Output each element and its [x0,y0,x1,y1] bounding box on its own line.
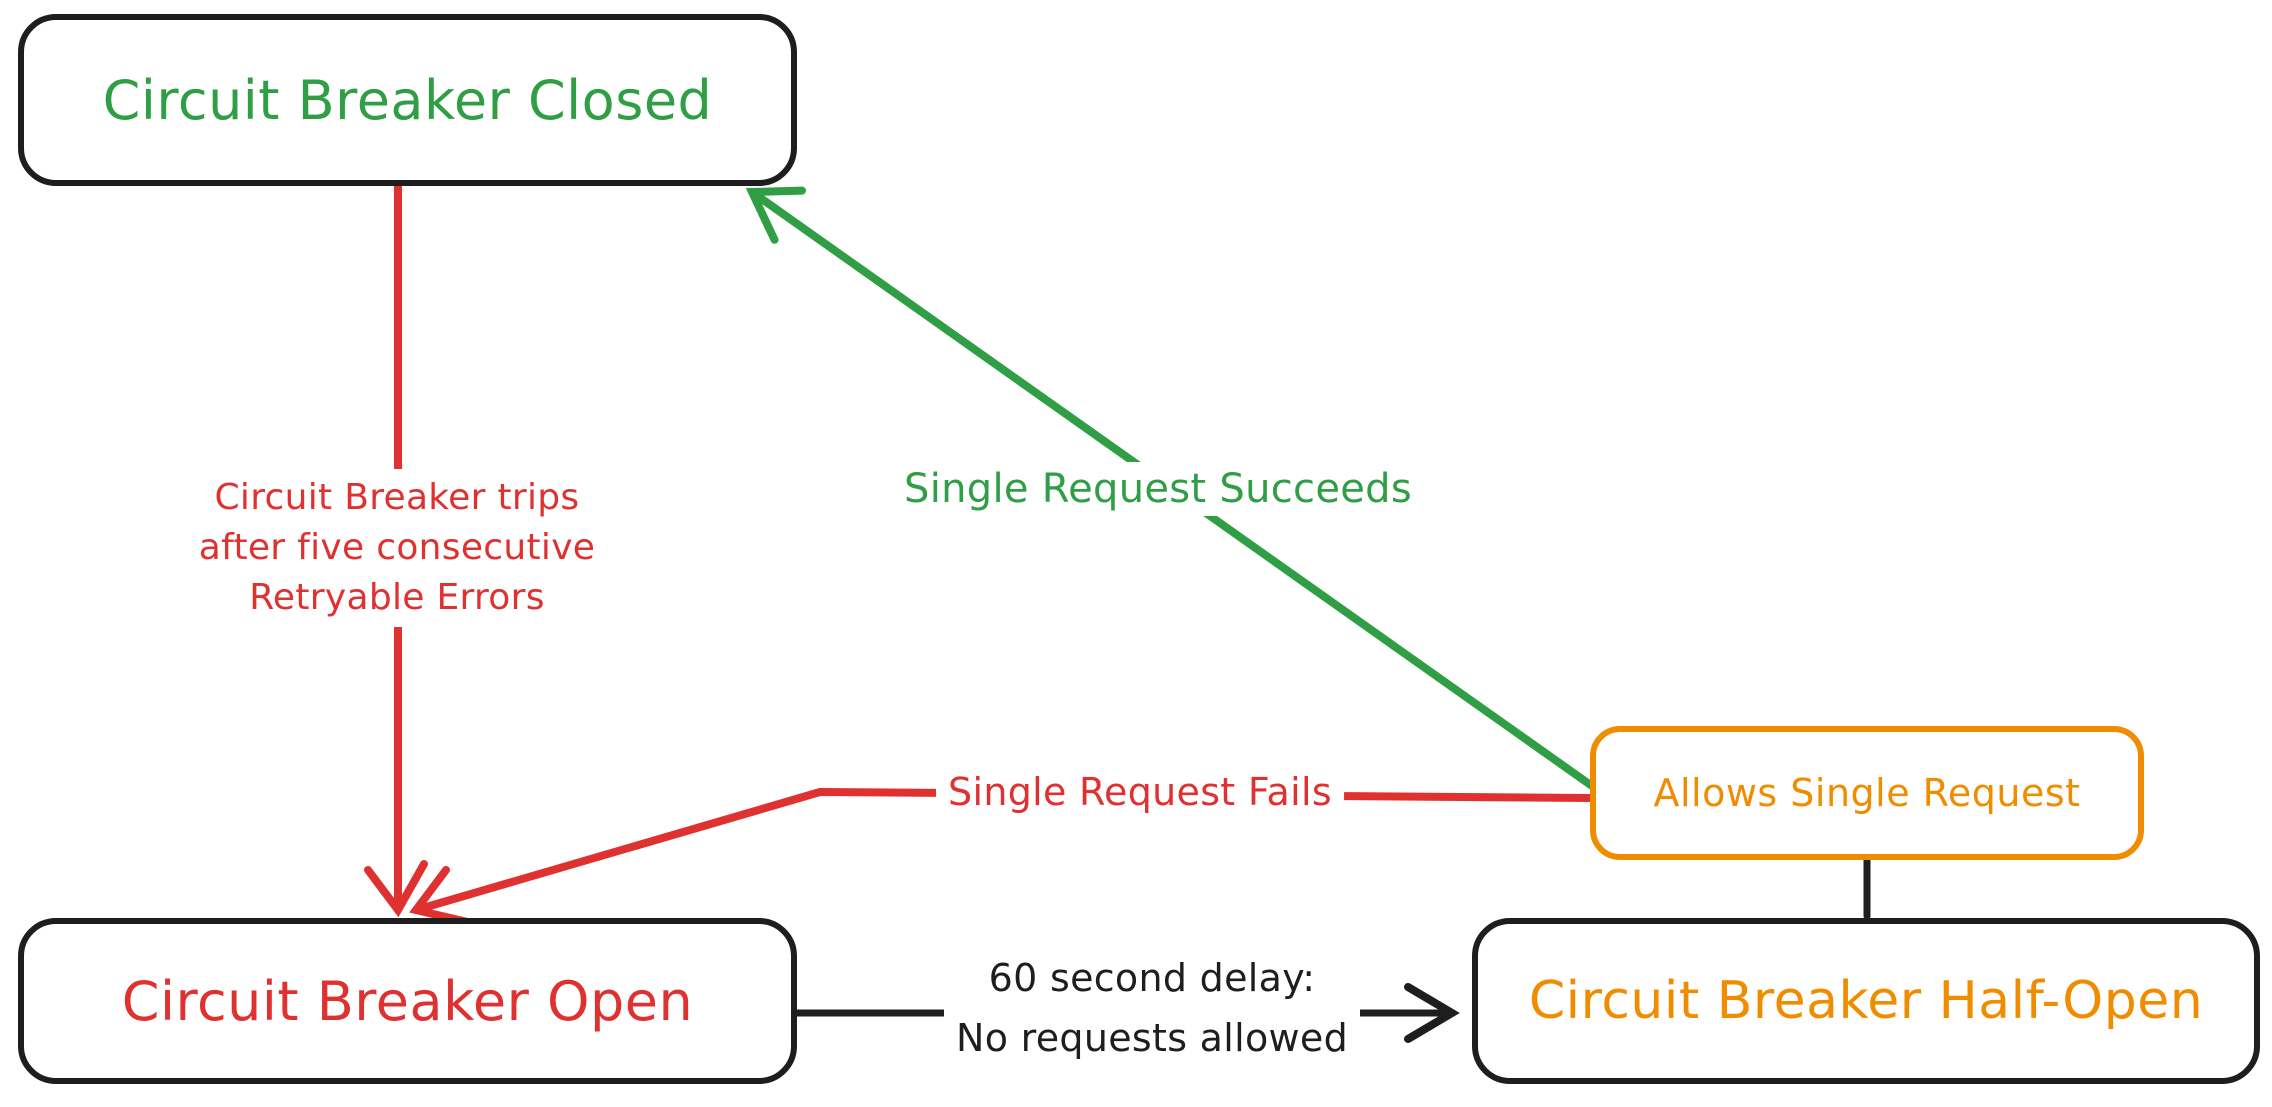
edge-label-delay-line2: No requests allowed [955,1016,1349,1060]
edge-label-trips-line1: Circuit Breaker trips [214,477,580,518]
node-allows-single-request-label: Allows Single Request [1653,771,2081,815]
node-circuit-breaker-closed: Circuit Breaker Closed [18,14,797,186]
edge-label-trips-line2: after five consecutive [198,527,596,568]
node-circuit-breaker-half-open: Circuit Breaker Half-Open [1472,918,2260,1084]
edge-label-delay: 60 second delay: No requests allowed [943,944,1361,1072]
node-circuit-breaker-half-open-label: Circuit Breaker Half-Open [1528,971,2204,1031]
node-circuit-breaker-open-label: Circuit Breaker Open [121,969,694,1033]
edge-label-delay-line1: 60 second delay: [988,956,1316,1000]
node-circuit-breaker-open: Circuit Breaker Open [18,918,797,1084]
edge-label-trips-line3: Retryable Errors [249,577,545,618]
edge-label-trips: Circuit Breaker trips after five consecu… [186,469,608,627]
node-allows-single-request: Allows Single Request [1590,726,2144,860]
edge-label-fails: Single Request Fails [936,766,1344,818]
edge-label-succeeds: Single Request Succeeds [892,462,1424,516]
node-circuit-breaker-closed-label: Circuit Breaker Closed [102,68,713,132]
